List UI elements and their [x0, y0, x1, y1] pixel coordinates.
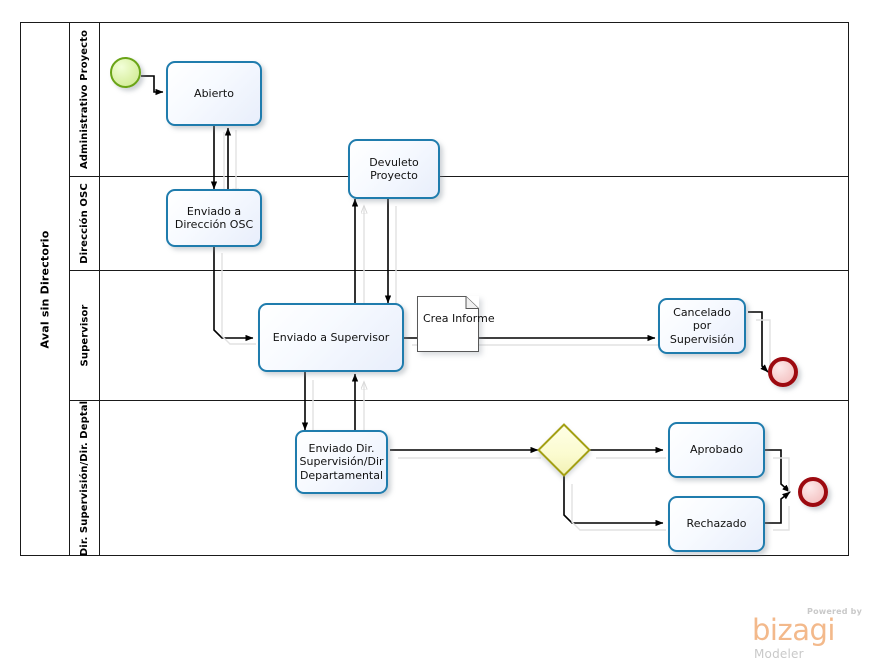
start-event[interactable] — [110, 57, 141, 88]
task-cancelado-supervision[interactable]: Cancelado por Supervisión — [658, 298, 746, 354]
lane-administrativo-proyecto: Administrativo Proyecto — [70, 22, 849, 177]
task-enviado-dir-supervision-label: Enviado Dir. Supervisión/Dir Departament… — [299, 441, 384, 482]
lane-header-direccion-osc: Dirección OSC — [70, 177, 100, 270]
task-devuleto-proyecto[interactable]: Devuleto Proyecto — [348, 139, 440, 199]
task-aprobado-label: Aprobado — [690, 443, 743, 457]
exclusive-gateway[interactable] — [537, 423, 591, 477]
task-devuleto-proyecto-label: Devuleto Proyecto — [369, 155, 419, 182]
task-enviado-supervisor-label: Enviado a Supervisor — [272, 330, 390, 344]
task-enviado-supervisor[interactable]: Enviado a Supervisor — [258, 303, 404, 372]
powered-by-label: Powered by — [807, 607, 862, 616]
pool-title: Aval sin Directorio — [20, 22, 70, 556]
task-rechazado[interactable]: Rechazado — [668, 496, 765, 552]
document-icon — [417, 296, 479, 352]
task-cancelado-supervision-label: Cancelado por Supervisión — [669, 305, 735, 346]
lane-header-dir-supervision: Dir. Supervisión/Dir. Deptal — [70, 401, 100, 556]
task-abierto[interactable]: Abierto — [166, 61, 262, 126]
task-aprobado[interactable]: Aprobado — [668, 422, 765, 478]
task-enviado-dir-supervision[interactable]: Enviado Dir. Supervisión/Dir Departament… — [295, 430, 388, 494]
lane-direccion-osc: Dirección OSC — [70, 177, 849, 271]
end-event-directorio[interactable] — [798, 477, 828, 507]
task-enviado-direccion-osc[interactable]: Enviado a Dirección OSC — [166, 189, 262, 247]
lane-header-administrativo-proyecto: Administrativo Proyecto — [70, 22, 100, 176]
data-object-crea-informe[interactable]: Crea Informe — [417, 296, 495, 352]
bizagi-logo: Powered by bizagi Modeler — [752, 607, 864, 665]
task-abierto-label: Abierto — [194, 86, 234, 100]
modeler-label: Modeler — [754, 647, 804, 661]
lane-header-supervisor: Supervisor — [70, 271, 100, 400]
bizagi-wordmark: bizagi — [752, 613, 835, 647]
task-enviado-direccion-osc-label: Enviado a Dirección OSC — [174, 204, 254, 231]
gateway-diamond — [537, 423, 591, 477]
data-object-label: Crea Informe — [423, 312, 495, 325]
lane-dir-supervision: Dir. Supervisión/Dir. Deptal — [70, 401, 849, 556]
lane-supervisor: Supervisor — [70, 271, 849, 401]
task-rechazado-label: Rechazado — [686, 517, 747, 531]
end-event-supervisor[interactable] — [768, 357, 798, 387]
